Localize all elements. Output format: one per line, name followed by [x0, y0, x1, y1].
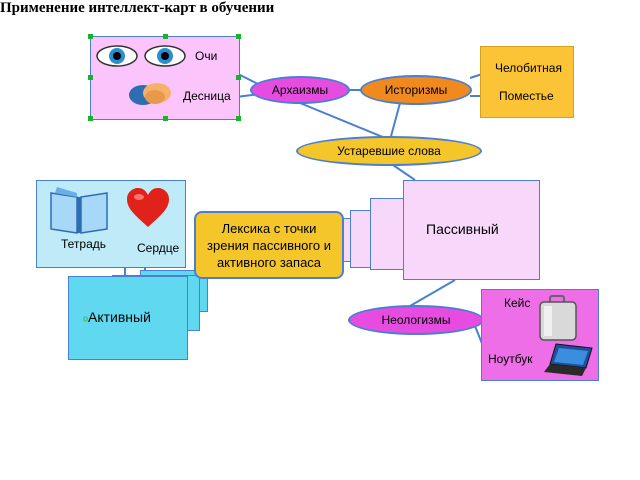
passive-node[interactable]: Пассивный: [403, 180, 540, 280]
selection-handle[interactable]: [88, 75, 93, 80]
active-label-text: Активный: [88, 309, 151, 325]
active-notebook-label: Тетрадь: [61, 237, 107, 251]
neologism-case-label: Кейс: [504, 296, 531, 310]
neologisms-image-panel[interactable]: Кейс Ноутбук: [481, 289, 599, 381]
historism-estate-label: Поместье: [499, 89, 554, 103]
selection-handle[interactable]: [236, 75, 241, 80]
passive-label: Пассивный: [426, 221, 499, 237]
lexicon-label: Лексика с точки зрения пассивного и акти…: [207, 220, 331, 270]
active-examples-panel[interactable]: Тетрадь Сердце: [36, 180, 186, 268]
laptop-icon: [542, 342, 598, 383]
obsolete-words-node[interactable]: Устаревшие слова: [296, 136, 482, 166]
selection-handle[interactable]: [236, 116, 241, 121]
archaisms-node[interactable]: Архаизмы: [250, 76, 350, 104]
eye-icon: [95, 41, 191, 76]
active-label: oАктивный: [83, 309, 151, 325]
book-icon: [47, 183, 111, 240]
selection-handle[interactable]: [236, 34, 241, 39]
active-heart-label: Сердце: [137, 241, 180, 255]
heart-icon: [125, 187, 171, 234]
active-node[interactable]: oАктивный: [68, 276, 188, 360]
selection-handle[interactable]: [163, 34, 168, 39]
page-title: Применение интеллект-карт в обучении: [0, 0, 275, 16]
handshake-icon: [127, 77, 175, 114]
neologisms-node[interactable]: Неологизмы: [348, 305, 484, 335]
historisms-node[interactable]: Историзмы: [360, 75, 472, 105]
briefcase-icon: [536, 294, 580, 347]
selection-handle[interactable]: [163, 116, 168, 121]
archaisms-image-panel[interactable]: Очи Десница: [88, 34, 241, 121]
lexicon-central-node[interactable]: Лексика с точки зрения пассивного и акти…: [194, 211, 344, 279]
historisms-image-panel[interactable]: Челобитная Поместье: [480, 46, 574, 118]
archaism-eyes-label: Очи: [195, 49, 218, 63]
selection-handle[interactable]: [88, 116, 93, 121]
archaism-right-hand-label: Десница: [183, 89, 231, 103]
neologism-laptop-label: Ноутбук: [488, 352, 533, 366]
selection-handle[interactable]: [88, 34, 93, 39]
historism-petition-label: Челобитная: [495, 61, 562, 75]
